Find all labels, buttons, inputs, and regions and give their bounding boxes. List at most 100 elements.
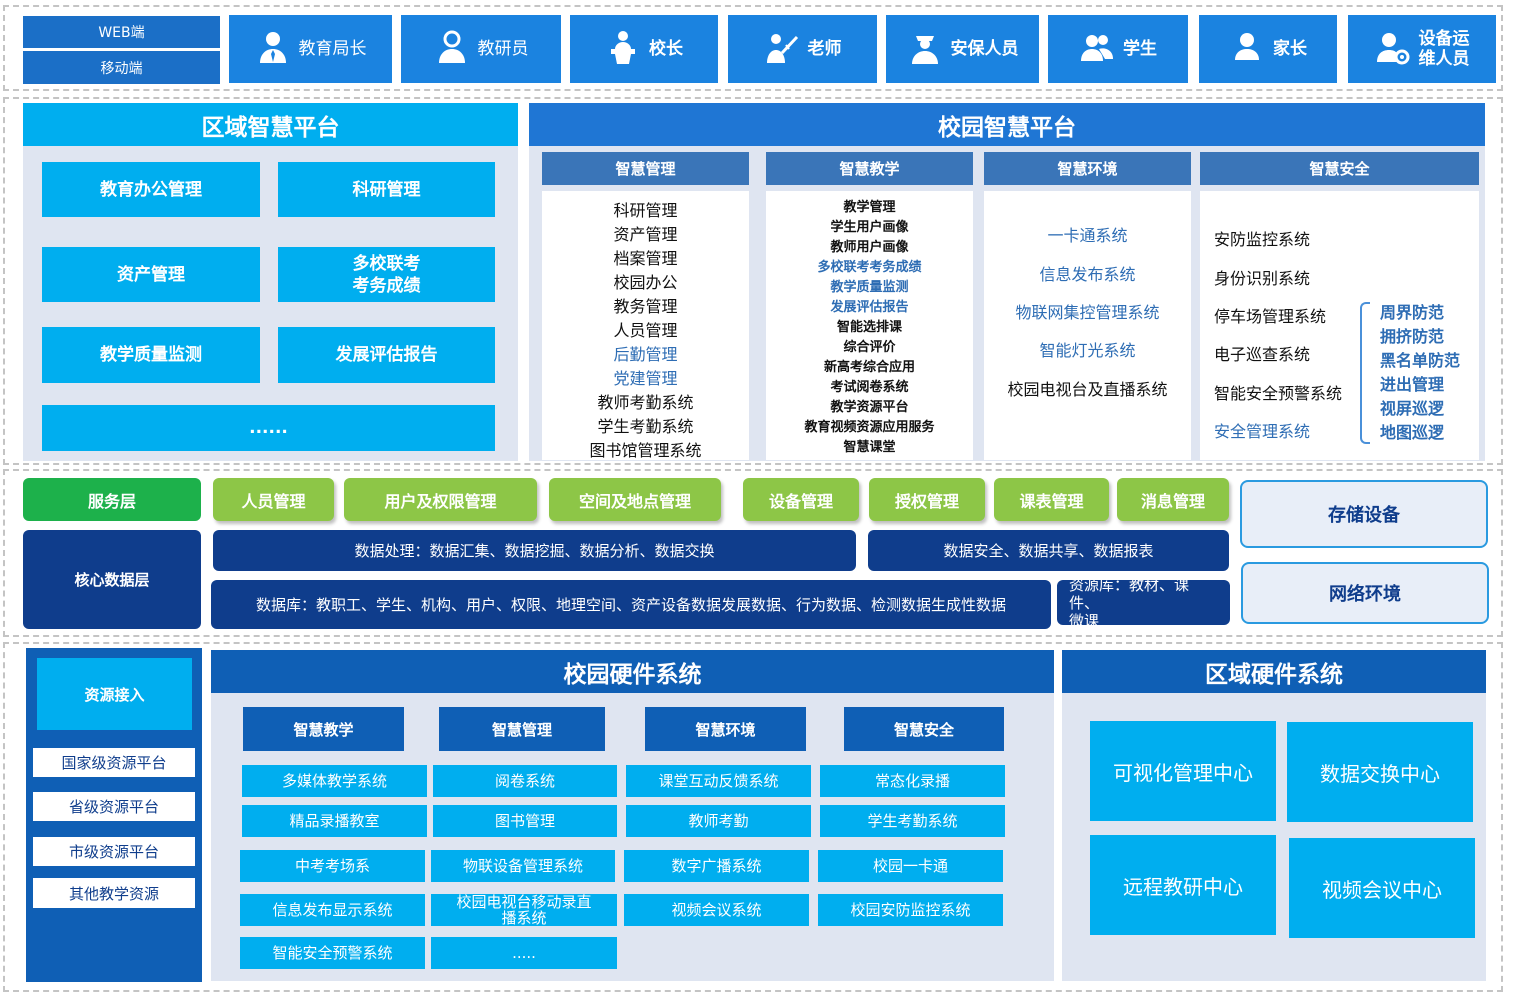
- list-item[interactable]: 智慧课堂: [843, 440, 896, 455]
- list-item[interactable]: 教学资源平台: [830, 400, 909, 415]
- service-device[interactable]: 设备管理: [743, 478, 859, 521]
- list-item[interactable]: 多校联考考务成绩: [817, 260, 922, 275]
- list-item[interactable]: 发展评估报告: [830, 300, 909, 315]
- hw-routine-recording[interactable]: 常态化录播: [820, 765, 1005, 797]
- user-row-frame: [3, 5, 1503, 91]
- campus-col-management-list: 科研管理 资产管理 档案管理 校园办公 教务管理 人员管理 后勤管理 党建管理 …: [542, 191, 749, 460]
- remote-research-center[interactable]: 远程教研中心: [1090, 835, 1276, 935]
- sub-list-item[interactable]: 拥挤防范: [1380, 327, 1445, 346]
- list-item[interactable]: 学生用户画像: [830, 220, 909, 235]
- hw-recording-classroom[interactable]: 精品录播教室: [242, 805, 427, 837]
- resource-city[interactable]: 市级资源平台: [33, 837, 195, 866]
- list-item[interactable]: 新高考综合应用: [823, 360, 915, 375]
- role-maintenance-staff[interactable]: 设备运维人员: [1348, 15, 1496, 83]
- regional-box-quality[interactable]: 教学质量监测: [42, 327, 260, 383]
- service-user-permission[interactable]: 用户及权限管理: [344, 478, 537, 521]
- sub-list-item[interactable]: 视屏巡逻: [1380, 399, 1445, 418]
- list-item[interactable]: 后勤管理: [613, 345, 678, 364]
- hw-digital-broadcast[interactable]: 数字广播系统: [624, 850, 809, 882]
- service-message[interactable]: 消息管理: [1117, 478, 1229, 521]
- hw-exam-room[interactable]: 中考考场系: [240, 850, 425, 882]
- list-item[interactable]: 智能灯光系统: [1039, 341, 1136, 360]
- hw-more[interactable]: .....: [431, 937, 617, 969]
- role-teacher[interactable]: 老师: [728, 15, 877, 83]
- service-space-location[interactable]: 空间及地点管理: [549, 478, 721, 521]
- list-item[interactable]: 档案管理: [613, 249, 678, 268]
- sub-list-item[interactable]: 地图巡逻: [1380, 423, 1445, 442]
- regional-box-research[interactable]: 科研管理: [278, 162, 495, 217]
- list-item[interactable]: 智能选排课: [836, 320, 902, 335]
- list-item[interactable]: 教育视频资源应用服务: [804, 420, 935, 435]
- hw-student-attendance[interactable]: 学生考勤系统: [820, 805, 1005, 837]
- hw-multimedia-teaching[interactable]: 多媒体教学系统: [242, 765, 427, 797]
- list-item[interactable]: 物联网集控管理系统: [1015, 303, 1160, 322]
- video-conference-center[interactable]: 视频会议中心: [1289, 838, 1475, 938]
- web-platform-tab[interactable]: WEB端: [23, 16, 220, 48]
- role-principal[interactable]: 校长: [570, 15, 718, 83]
- role-researcher[interactable]: 教研员: [401, 15, 561, 83]
- list-item[interactable]: 教师用户画像: [830, 240, 909, 255]
- list-item[interactable]: 一卡通系统: [1047, 226, 1128, 245]
- resource-other[interactable]: 其他教学资源: [33, 878, 195, 908]
- list-item[interactable]: 教务管理: [613, 297, 678, 316]
- hw-library[interactable]: 图书管理: [433, 805, 617, 837]
- sub-list-item[interactable]: 黑名单防范: [1380, 351, 1461, 370]
- list-item[interactable]: 教学质量监测: [830, 280, 909, 295]
- list-item[interactable]: 安全管理系统: [1214, 422, 1311, 441]
- regional-box-more[interactable]: ......: [42, 405, 495, 451]
- resource-provincial[interactable]: 省级资源平台: [33, 792, 195, 821]
- role-parent[interactable]: 家长: [1199, 15, 1337, 83]
- list-item[interactable]: 学生考勤系统: [597, 417, 694, 436]
- storage-device-box[interactable]: 存储设备: [1240, 480, 1488, 548]
- hw-security-monitoring[interactable]: 校园安防监控系统: [818, 894, 1003, 926]
- list-item[interactable]: 智能安全预警系统: [1214, 384, 1343, 403]
- list-item[interactable]: 图书馆管理系统: [589, 441, 702, 460]
- hw-campus-tv-live[interactable]: 校园电视台移动录直播系统: [431, 894, 617, 926]
- role-label: 校长: [649, 39, 683, 59]
- list-item[interactable]: 校园办公: [613, 273, 678, 292]
- list-item[interactable]: 人员管理: [613, 321, 678, 340]
- list-item[interactable]: 安防监控系统: [1214, 230, 1311, 249]
- hw-teacher-attendance[interactable]: 教师考勤: [626, 805, 811, 837]
- hw-campus-card[interactable]: 校园一卡通: [818, 850, 1003, 882]
- data-layer-frame: [3, 469, 1503, 637]
- role-student[interactable]: 学生: [1048, 15, 1188, 83]
- list-item[interactable]: 教学管理: [843, 200, 896, 215]
- list-item[interactable]: 信息发布系统: [1039, 265, 1136, 284]
- data-exchange-center[interactable]: 数据交换中心: [1287, 722, 1473, 822]
- campus-col-teaching-head: 智慧教学: [766, 152, 973, 185]
- regional-box-assets[interactable]: 资产管理: [42, 247, 260, 302]
- regional-platform-title: 区域智慧平台: [23, 103, 518, 146]
- hw-video-conference[interactable]: 视频会议系统: [624, 894, 809, 926]
- regional-box-report[interactable]: 发展评估报告: [278, 327, 495, 383]
- sub-list-item[interactable]: 周界防范: [1380, 303, 1445, 322]
- sub-list-item[interactable]: 进出管理: [1380, 375, 1445, 394]
- list-item[interactable]: 教师考勤系统: [597, 393, 694, 412]
- list-item[interactable]: 科研管理: [613, 201, 678, 220]
- list-item[interactable]: 电子巡查系统: [1214, 345, 1311, 364]
- hw-iot-device[interactable]: 物联设备管理系统: [431, 850, 615, 882]
- hw-safety-warning[interactable]: 智能安全预警系统: [240, 937, 425, 969]
- service-personnel[interactable]: 人员管理: [213, 478, 334, 521]
- service-authorization[interactable]: 授权管理: [869, 478, 985, 521]
- list-item[interactable]: 考试阅卷系统: [830, 380, 909, 395]
- resource-national[interactable]: 国家级资源平台: [33, 748, 195, 777]
- mobile-platform-tab[interactable]: 移动端: [23, 51, 220, 84]
- role-security-staff[interactable]: 安保人员: [886, 15, 1039, 83]
- hw-info-display[interactable]: 信息发布显示系统: [240, 894, 425, 926]
- visual-management-center[interactable]: 可视化管理中心: [1090, 721, 1276, 821]
- regional-box-office[interactable]: 教育办公管理: [42, 162, 260, 217]
- network-environment-box[interactable]: 网络环境: [1241, 562, 1489, 624]
- list-item[interactable]: 身份识别系统: [1214, 269, 1311, 288]
- role-education-director[interactable]: 教育局长: [229, 15, 392, 83]
- regional-box-joint-exam[interactable]: 多校联考考务成绩: [278, 247, 495, 302]
- hw-classroom-feedback[interactable]: 课堂互动反馈系统: [626, 765, 811, 797]
- list-item[interactable]: 综合评价: [843, 340, 896, 355]
- list-item[interactable]: 资产管理: [613, 225, 678, 244]
- list-item[interactable]: 党建管理: [613, 369, 678, 388]
- hw-col-security-head: 智慧安全: [844, 707, 1004, 751]
- service-schedule[interactable]: 课表管理: [994, 478, 1109, 521]
- list-item[interactable]: 停车场管理系统: [1214, 307, 1327, 326]
- hw-marking-system[interactable]: 阅卷系统: [433, 765, 617, 797]
- list-item[interactable]: 校园电视台及直播系统: [1007, 380, 1168, 399]
